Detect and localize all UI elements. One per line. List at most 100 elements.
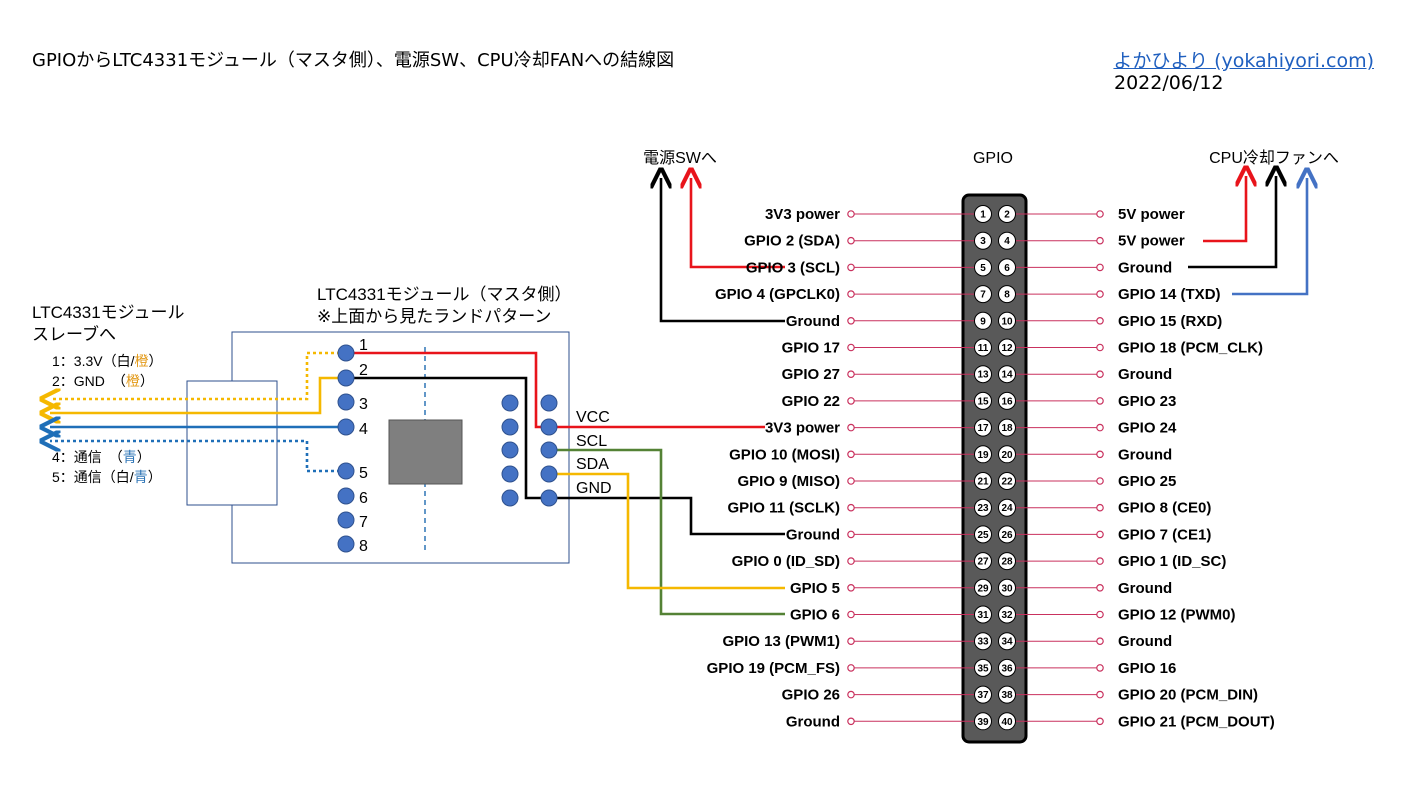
pin-dot-right [1096,717,1104,726]
gpio-pin-number: 17 [977,423,989,434]
gnd-wire [548,496,785,536]
pin-dot-left [847,637,855,646]
gpio-label-left: GPIO 22 [782,393,840,410]
gpio-pin [974,712,992,731]
gpio-pin-number: 20 [1001,450,1013,461]
gpio-pin [974,498,992,517]
gpio-pin-number: 14 [1001,370,1013,381]
gpio-pin-number: 36 [1001,663,1013,674]
gpio-label-right: GPIO 18 (PCM_CLK) [1118,340,1263,357]
module-pin [337,462,355,480]
page-title: GPIOからLTC4331モジュール（マスタ側）、電源SW、CPU冷却FANへの… [32,50,675,71]
gpio-pin [998,712,1016,731]
gpio-pin-number: 23 [977,503,989,514]
module-pin-number: 8 [359,538,368,555]
gpio-label-left: GPIO 17 [782,340,840,357]
module-pin-number: 5 [359,465,368,482]
pin-dot-left [847,343,855,352]
wires [50,176,1307,616]
gpio-pin [998,445,1016,464]
legend-text: 5：通信（白/ [52,469,134,485]
legend-item: 2：GND （橙） [52,373,154,389]
gpio-pin [974,285,992,304]
gpio-pin-number: 6 [1004,263,1010,274]
gpio-label-left: GPIO 11 (SCLK) [727,500,840,517]
module-pin-number: 6 [359,490,368,507]
gpio-pin [998,525,1016,544]
gpio-header-label: GPIO [973,150,1013,167]
gpio-pin-number: 13 [977,370,989,381]
fan-ground-wire [1188,176,1276,269]
gpio-pin [974,632,992,651]
site-link[interactable]: よかひより (yokahiyori.com) [1113,50,1374,72]
module-pin [337,418,355,436]
pin-dot-left [847,397,855,405]
gpio-pin [974,578,992,597]
legend-color-word: 橙 [126,373,140,389]
pin-dot-left [847,236,855,245]
gpio-pin [998,552,1016,571]
gpio-pin [998,258,1016,277]
slave-3v3-cable [50,351,346,399]
module-pad [501,418,519,436]
legend-text: 4：通信 （ [52,449,123,465]
pin-dot-right [1096,397,1104,405]
legend-text: 1：3.3V（白/ [52,353,135,369]
gpio-pin [974,205,992,223]
gpio-label-right: Ground [1118,259,1172,276]
gpio-pin-number: 35 [977,663,989,674]
gpio-pin [974,445,992,464]
gpio-pin [998,391,1016,410]
gpio-label-right: 5V power [1118,233,1185,250]
module-pin [337,344,355,362]
power-sw-ground-wire [661,178,785,323]
gpio-pin-number: 19 [977,450,989,461]
gpio-label-left: 3V3 power [765,420,840,437]
pin-dot-right [1096,583,1104,592]
gpio-pin-number: 10 [1001,316,1013,327]
gpio-pin [998,338,1016,357]
module-pin1-wire [346,351,548,429]
module-pad [540,465,558,483]
gpio-pin-number: 4 [1004,236,1010,247]
pin-dot-left [847,557,855,565]
gpio-label-right: GPIO 24 [1118,420,1177,437]
gpio-pin [974,365,992,384]
module-signal-label: VCC [576,409,610,426]
pin-dot-right [1096,263,1104,272]
sda-wire [548,472,785,590]
legend-item: 5：通信（白/青） [52,469,162,485]
pin-dot-right [1096,610,1104,619]
gpio-pin-number: 5 [980,263,986,274]
pin-dot-right [1096,316,1104,325]
chip [388,419,463,485]
gpio-pin [998,205,1016,223]
slave-title: LTC4331モジュール [32,303,184,322]
pin-dot-right [1096,236,1104,245]
gpio-pin-number: 22 [1001,477,1013,488]
gpio-pin [974,418,992,437]
slave-comm2-cable [50,441,346,473]
gpio-pin [998,685,1016,704]
module-subtitle: ※上面から見たランドパターン [317,307,551,326]
pin-dot-right [1096,637,1104,646]
pin-dot-left [847,290,855,298]
gpio-pin [974,231,992,250]
gpio-pin-number: 1 [980,210,986,221]
gpio-label-left: GPIO 6 [790,607,840,624]
module-pin-number: 3 [359,396,368,413]
gpio-label-left: GPIO 2 (SDA) [744,233,840,250]
gpio-pin [998,231,1016,250]
gpio-label-left: GPIO 26 [782,687,840,704]
pin-dot-left [847,690,855,699]
gpio-label-left: GPIO 5 [790,580,840,597]
module-signal-label: SDA [576,456,609,473]
gpio-pin [998,632,1016,651]
legend-color-word: 青 [134,469,148,485]
legend-color-word: 橙 [134,353,148,369]
pin-dot-right [1096,503,1104,512]
gpio-pin-number: 26 [1001,530,1013,541]
gpio-label-left: GPIO 9 (MISO) [737,473,840,490]
gpio-label-left: GPIO 4 (GPCLK0) [715,286,840,303]
